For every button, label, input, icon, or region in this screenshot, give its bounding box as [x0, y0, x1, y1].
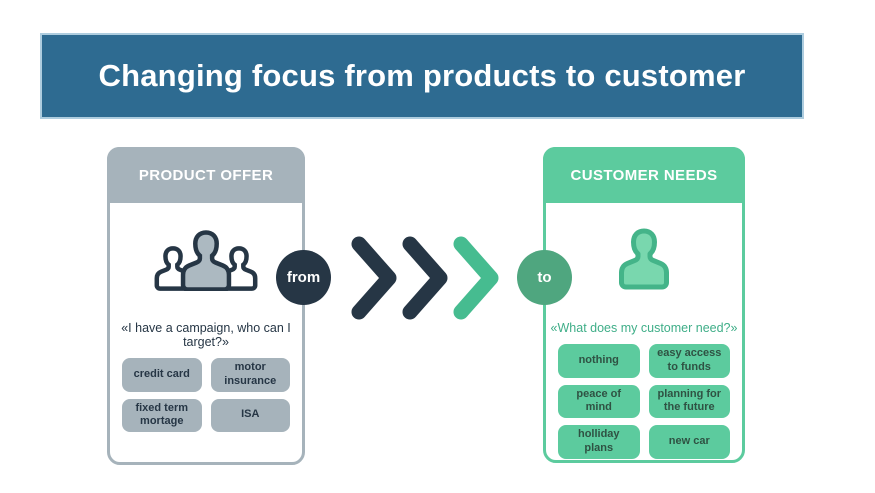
- chevron-icon-1: [351, 236, 397, 320]
- to-badge: to: [517, 250, 572, 305]
- product-offer-header: PRODUCT OFFER: [107, 147, 305, 203]
- chip-peace-of-mind: peace of mind: [558, 384, 640, 418]
- customer-needs-icon-area: [546, 203, 742, 315]
- arrow-chevrons-icon: [351, 236, 499, 320]
- from-badge: from: [276, 250, 331, 305]
- people-group-icon: [155, 227, 257, 291]
- chip-credit-card: credit card: [122, 358, 202, 392]
- chip-nothing: nothing: [558, 344, 640, 378]
- title-banner: Changing focus from products to customer: [40, 33, 804, 119]
- chevron-icon-2: [402, 236, 448, 320]
- customer-needs-quote: «What does my customer need?»: [550, 321, 738, 335]
- customer-needs-panel: CUSTOMER NEEDS «What does my customer ne…: [543, 147, 745, 463]
- customer-needs-header: CUSTOMER NEEDS: [543, 147, 745, 203]
- chip-isa: ISA: [210, 398, 290, 432]
- customer-needs-chips: nothing easy access to funds peace of mi…: [546, 344, 742, 459]
- product-offer-panel: PRODUCT OFFER «I have a campaign, who ca…: [107, 147, 305, 465]
- chip-new-car: new car: [648, 425, 730, 459]
- chip-motor-insurance: motor insurance: [210, 358, 290, 392]
- person-icon: [619, 228, 669, 290]
- chip-planning-for-the-future: planning for the future: [648, 384, 730, 418]
- chevron-icon-3: [453, 236, 499, 320]
- chip-fixed-term-mortage: fixed term mortage: [122, 398, 202, 432]
- product-offer-chips: credit card motor insurance fixed term m…: [110, 358, 302, 432]
- chip-holliday-plans: holliday plans: [558, 425, 640, 459]
- product-offer-quote: «I have a campaign, who can I target?»: [121, 321, 291, 349]
- product-offer-icon-area: [110, 203, 302, 315]
- page-title: Changing focus from products to customer: [98, 58, 746, 93]
- chip-easy-access-to-funds: easy access to funds: [648, 344, 730, 378]
